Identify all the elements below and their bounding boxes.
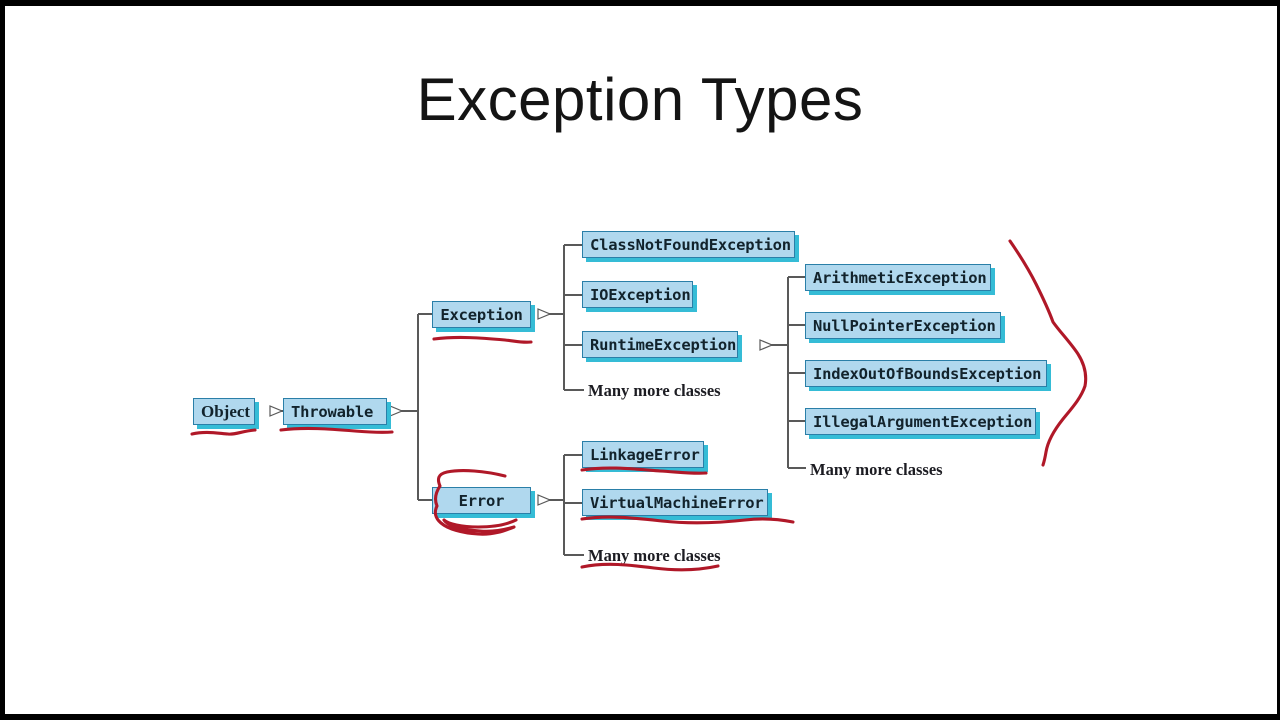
class-box-virtualmachineerror[interactable]: VirtualMachineError [582, 489, 768, 516]
underline-virtualmachineerror [580, 515, 795, 525]
class-box-error[interactable]: Error [432, 487, 531, 514]
class-box-exception[interactable]: Exception [432, 301, 531, 328]
class-box-ioexception[interactable]: IOException [582, 281, 693, 308]
class-box-nullpointerexception[interactable]: NullPointerException [805, 312, 1001, 339]
underline-object [190, 428, 257, 436]
class-box-arithmeticexception[interactable]: ArithmeticException [805, 264, 991, 291]
leaf-label-error-many-more: Many more classes [588, 546, 721, 565]
class-box-linkageerror[interactable]: LinkageError [582, 441, 704, 468]
underline-exception [432, 335, 533, 344]
class-box-classnotfoundexception[interactable]: ClassNotFoundException [582, 231, 795, 258]
letterbox-bar-top [0, 0, 1280, 6]
underline-linkageerror [580, 466, 708, 475]
letterbox-bar-right [1277, 0, 1280, 720]
leaf-label-exception-many-more: Many more classes [588, 381, 721, 400]
letterbox-bar-bottom [0, 714, 1280, 720]
leaf-label-runtime-many-more: Many more classes [810, 460, 943, 479]
class-box-runtimeexception[interactable]: RuntimeException [582, 331, 738, 358]
class-box-object[interactable]: Object [193, 398, 255, 425]
page-title: Exception Types [416, 66, 864, 133]
class-box-indexoutofboundsexception[interactable]: IndexOutOfBoundsException [805, 360, 1047, 387]
letterbox-bar-left [0, 0, 5, 720]
underline-throwable [279, 426, 394, 434]
class-box-throwable[interactable]: Throwable [283, 398, 387, 425]
class-box-illegalargumentexception[interactable]: IllegalArgumentException [805, 408, 1036, 435]
